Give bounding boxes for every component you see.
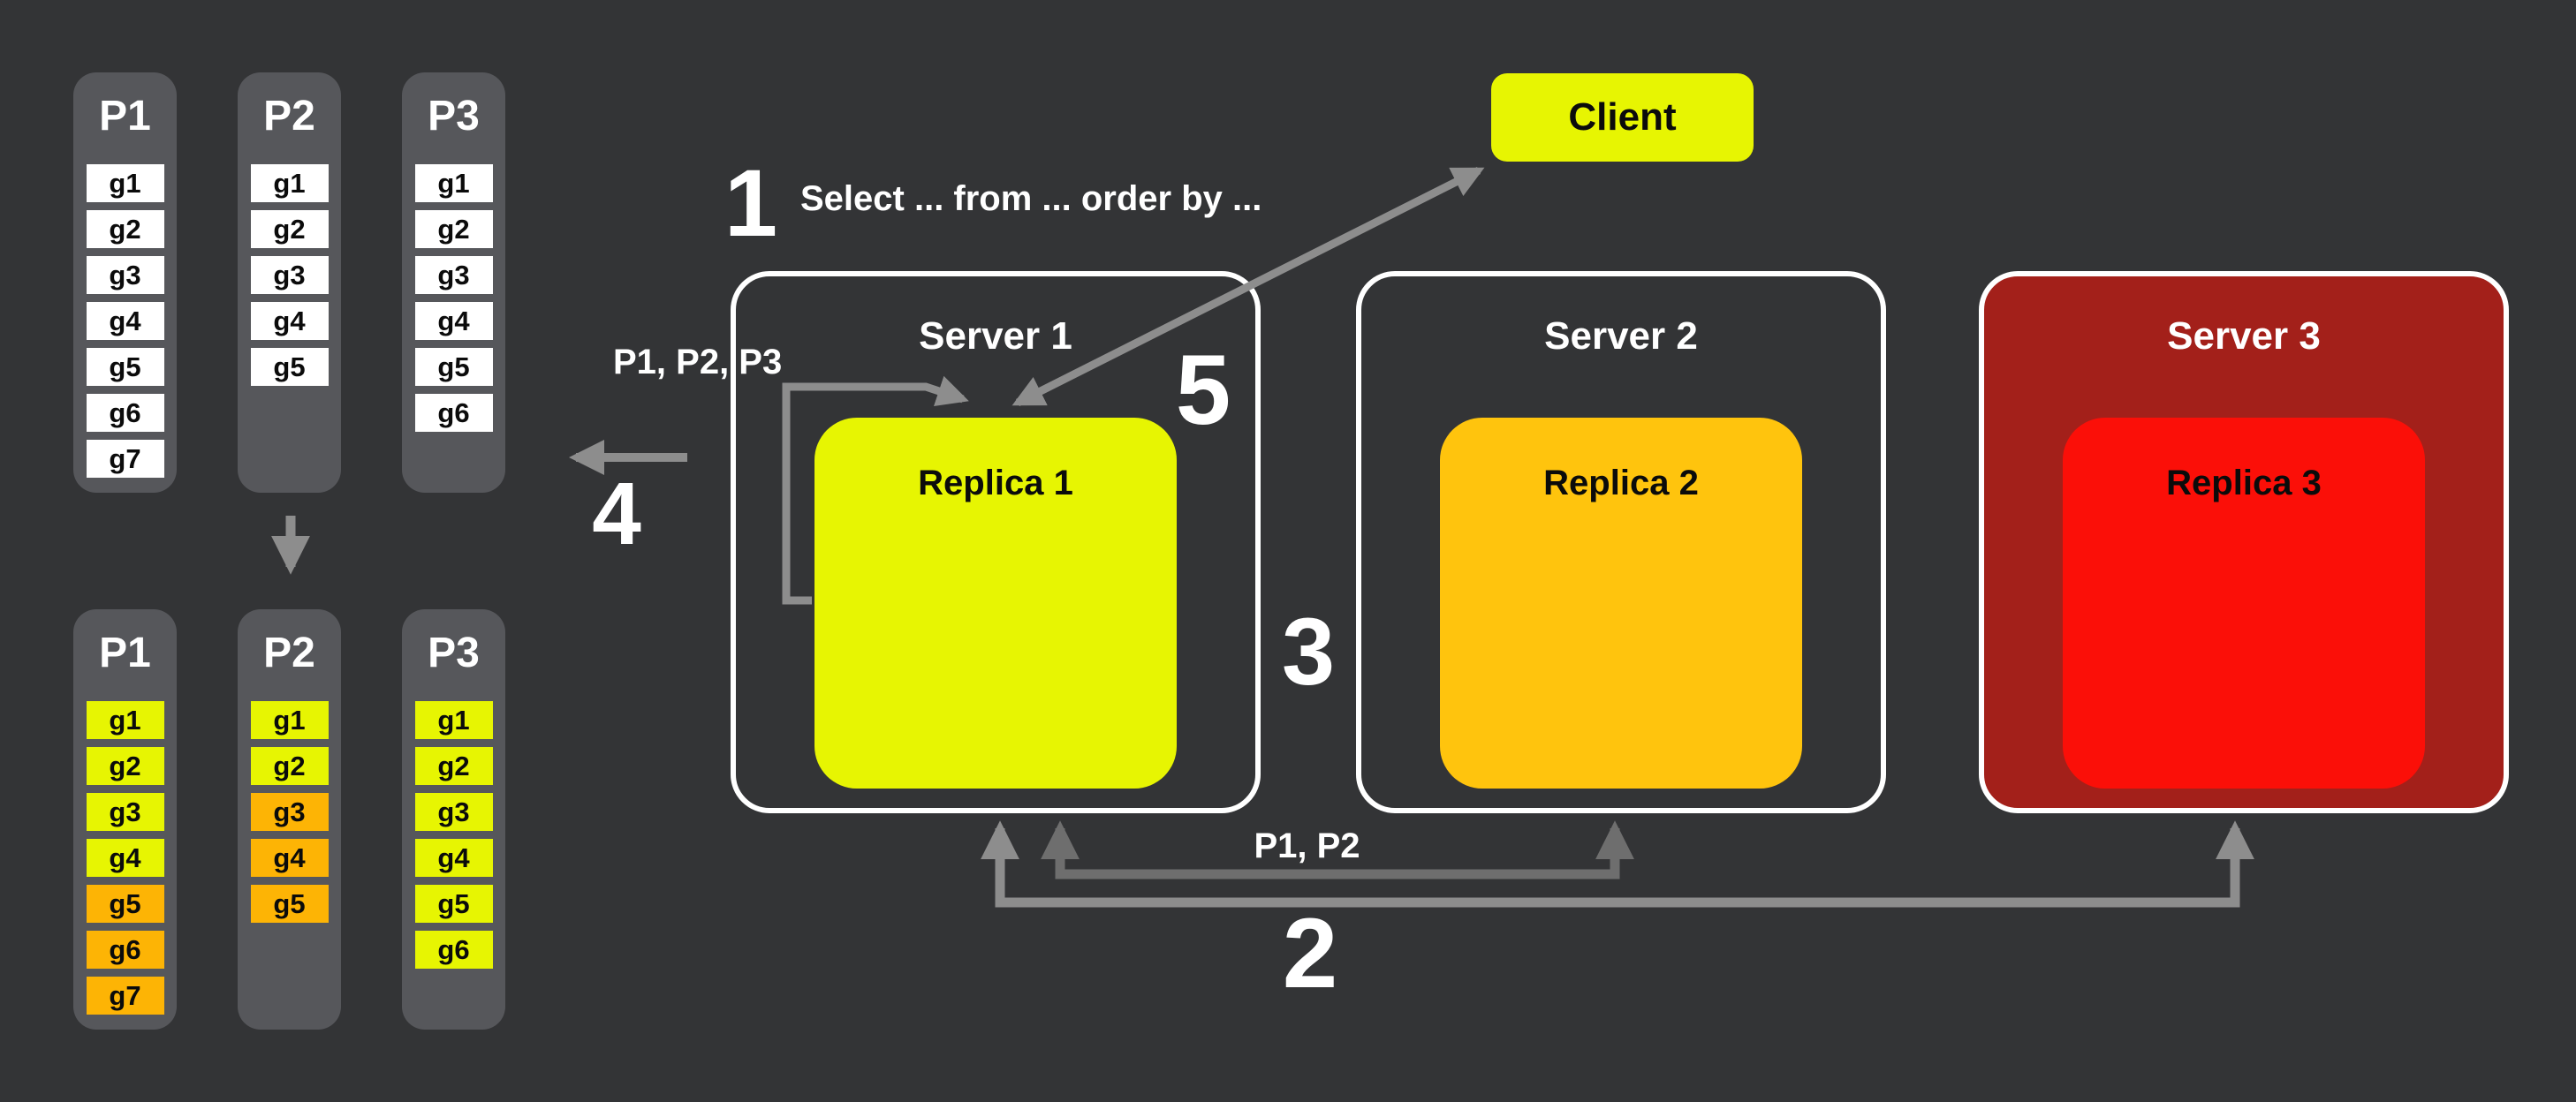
partition-column-p2: P2 g1 g2 g3 g4 g5 bbox=[238, 609, 341, 1030]
partition-column-p3: P3 g1 g2 g3 g4 g5 g6 bbox=[402, 609, 505, 1030]
step-1-number: 1 bbox=[724, 149, 778, 256]
partition-column-title: P2 bbox=[263, 93, 315, 140]
partition-column-p1: P1 g1 g2 g3 g4 g5 g6 g7 bbox=[73, 609, 177, 1030]
group-item-g6: g6 bbox=[414, 394, 493, 432]
group-item-g3: g3 bbox=[414, 793, 493, 831]
query-text: Select ... from ... order by ... bbox=[800, 179, 1262, 218]
fetch-outer-arrow bbox=[981, 820, 2254, 908]
group-item-g2: g2 bbox=[414, 210, 493, 248]
group-item-g4: g4 bbox=[86, 302, 164, 340]
group-item-g5: g5 bbox=[250, 348, 329, 386]
group-item-g7: g7 bbox=[86, 977, 164, 1015]
fetch-partitions-label: P1, P2 bbox=[1254, 826, 1360, 865]
replica-3-label: Replica 3 bbox=[2166, 464, 2322, 502]
replica-2-label: Replica 2 bbox=[1543, 464, 1699, 502]
server-3-label: Server 3 bbox=[2167, 314, 2321, 358]
group-item-g7: g7 bbox=[86, 440, 164, 478]
client-label: Client bbox=[1568, 95, 1677, 139]
group-item-g5: g5 bbox=[414, 885, 493, 923]
group-item-g2: g2 bbox=[414, 747, 493, 785]
group-item-g4: g4 bbox=[250, 302, 329, 340]
partition-column-title: P3 bbox=[428, 93, 480, 140]
group-item-g3: g3 bbox=[86, 256, 164, 294]
group-item-g1: g1 bbox=[250, 701, 329, 739]
routing-partitions-label: P1, P2, P3 bbox=[613, 343, 783, 381]
partition-column-p3: P3 g1 g2 g3 g4 g5 g6 bbox=[402, 72, 505, 493]
group-item-g2: g2 bbox=[250, 747, 329, 785]
group-item-g6: g6 bbox=[414, 931, 493, 969]
group-item-g1: g1 bbox=[86, 164, 164, 202]
client-box: Client bbox=[1491, 73, 1754, 162]
group-item-g5: g5 bbox=[414, 348, 493, 386]
group-item-g3: g3 bbox=[250, 793, 329, 831]
group-item-g6: g6 bbox=[86, 394, 164, 432]
replica-2-box: Replica 2 bbox=[1440, 418, 1802, 789]
partition-group-after: P1 g1 g2 g3 g4 g5 g6 g7 P2 g1 g2 g3 g4 g5 P3 g1 g2 g3 g4 g5… bbox=[73, 609, 505, 1030]
group-item-g1: g1 bbox=[414, 701, 493, 739]
step-5-number: 5 bbox=[1175, 335, 1231, 445]
group-item-g1: g1 bbox=[86, 701, 164, 739]
group-item-g5: g5 bbox=[86, 348, 164, 386]
server-3-box: Server 3 Replica 3 bbox=[1979, 271, 2509, 813]
server-2-box: Server 2 Replica 2 bbox=[1356, 271, 1886, 813]
partition-column-title: P1 bbox=[99, 630, 151, 676]
group-item-g1: g1 bbox=[414, 164, 493, 202]
step-2-number: 2 bbox=[1282, 898, 1338, 1008]
step-3-number: 3 bbox=[1281, 598, 1336, 705]
group-item-g5: g5 bbox=[86, 885, 164, 923]
group-item-g4: g4 bbox=[414, 839, 493, 877]
partition-column-title: P3 bbox=[428, 630, 480, 676]
group-item-g2: g2 bbox=[86, 210, 164, 248]
group-item-g3: g3 bbox=[414, 256, 493, 294]
group-item-g1: g1 bbox=[250, 164, 329, 202]
partition-column-p1: P1 g1 g2 g3 g4 g5 g6 g7 bbox=[73, 72, 177, 493]
group-item-g3: g3 bbox=[86, 793, 164, 831]
replica-3-box: Replica 3 bbox=[2063, 418, 2425, 789]
group-item-g2: g2 bbox=[250, 210, 329, 248]
group-item-g4: g4 bbox=[86, 839, 164, 877]
partition-column-p2: P2 g1 g2 g3 g4 g5 bbox=[238, 72, 341, 493]
group-item-g4: g4 bbox=[414, 302, 493, 340]
partition-column-title: P2 bbox=[263, 630, 315, 676]
partition-group-before: P1 g1 g2 g3 g4 g5 g6 g7 P2 g1 g2 g3 g4 g5 P3 g1 g2 g3 g4 g5… bbox=[73, 72, 505, 493]
partition-column-title: P1 bbox=[99, 93, 151, 140]
replica-1-label: Replica 1 bbox=[918, 464, 1073, 502]
group-item-g3: g3 bbox=[250, 256, 329, 294]
group-item-g5: g5 bbox=[250, 885, 329, 923]
server-2-label: Server 2 bbox=[1544, 314, 1698, 358]
group-item-g6: g6 bbox=[86, 931, 164, 969]
replica-1-box: Replica 1 bbox=[814, 418, 1177, 789]
group-item-g2: g2 bbox=[86, 747, 164, 785]
step-4-number: 4 bbox=[592, 464, 641, 563]
group-item-g4: g4 bbox=[250, 839, 329, 877]
